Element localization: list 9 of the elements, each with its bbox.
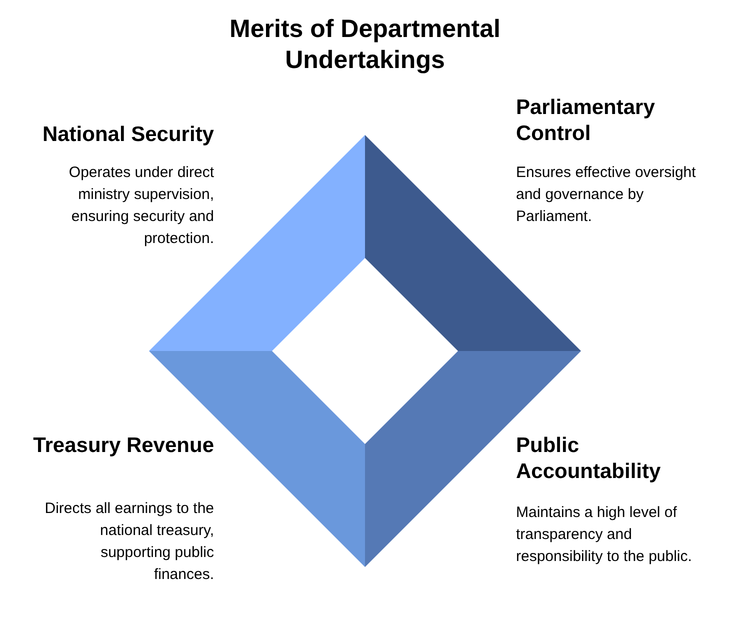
section-heading: National Security	[41, 122, 214, 148]
section-heading: Parliamentary Control	[516, 95, 656, 147]
diagram-title: Merits of Departmental Undertakings	[228, 14, 502, 76]
section-heading: Public Accountability	[516, 433, 662, 485]
section-description: Operates under direct ministry supervision, ensuring security and protection.	[68, 163, 214, 249]
section-heading: Treasury Revenue	[32, 433, 214, 459]
section-description: Maintains a high level of transparency and responsibility to the public.	[516, 503, 693, 567]
section-description: Directs all earnings to the national treasury, supporting public finances.	[44, 499, 214, 585]
section-description: Ensures effective oversight and governance by Parliament.	[516, 163, 697, 227]
